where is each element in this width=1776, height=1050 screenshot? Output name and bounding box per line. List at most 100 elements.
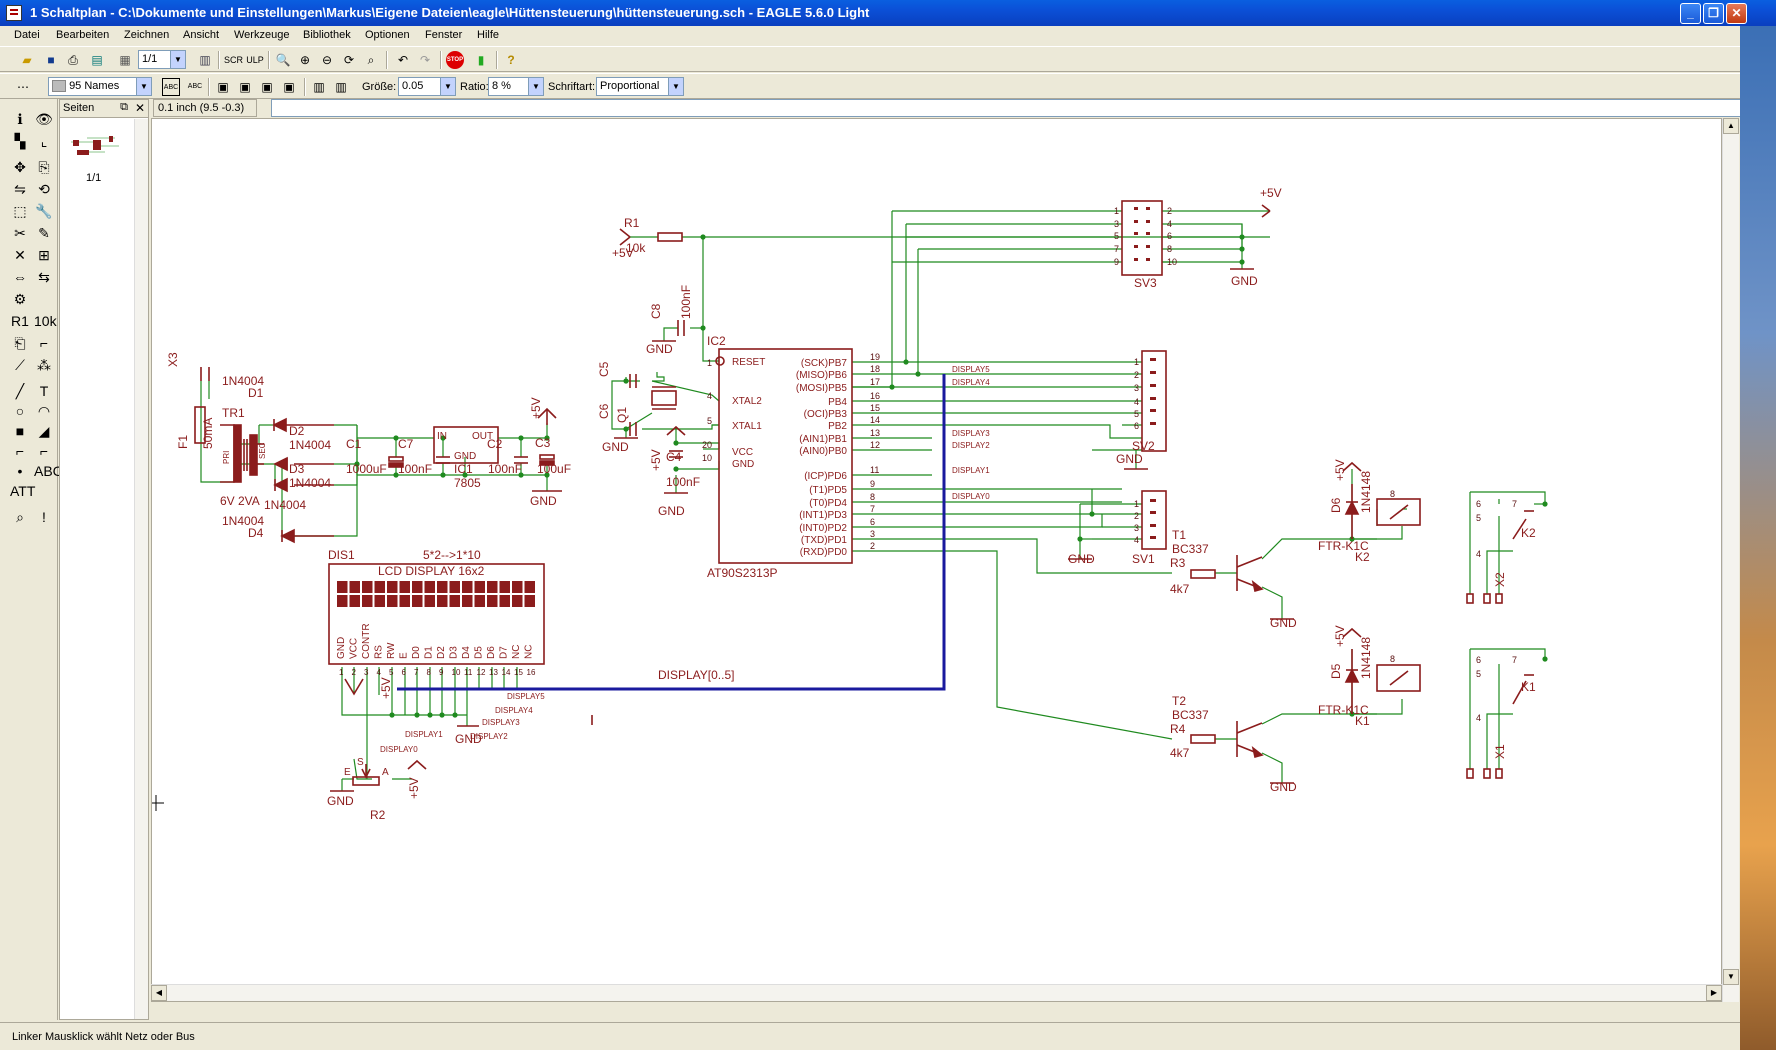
lcd-pin-number-15: 16 [527,668,536,677]
use-library-icon[interactable]: ▥ [199,53,211,67]
C1-value: 1000uF [346,462,387,476]
circle-icon[interactable]: ○ [15,403,25,419]
menu-hilfe[interactable]: Hilfe [477,29,500,41]
part-symbols[interactable] [194,200,1534,792]
text-icon[interactable]: T [39,383,49,399]
scroll-down-arrow[interactable]: ▼ [1723,969,1739,985]
show-eye-icon[interactable]: 👁 [35,111,53,127]
redraw-icon[interactable]: ⟳ [343,53,355,67]
copy-icon[interactable]: ⎘ [38,159,50,175]
value-icon[interactable]: 10k [34,313,57,329]
menu-ansicht[interactable]: Ansicht [183,29,220,41]
pinswap-icon[interactable]: ⇔ [13,269,27,285]
align-bottom-center-icon[interactable]: ▣ [239,80,251,94]
bus-icon[interactable]: ⌐ [15,443,25,459]
page-thumbnail[interactable] [65,130,125,162]
script-icon[interactable]: SCR [224,55,244,65]
erc-icon[interactable]: ⌕ [16,509,24,525]
maximize-button[interactable]: ❐ [1703,3,1724,24]
text-abc-icon[interactable]: ABC [162,78,180,96]
layer-select[interactable]: 95 Names▼ [48,77,152,96]
menu-zeichnen[interactable]: Zeichnen [124,29,170,41]
ratio-select[interactable]: 8 %▼ [488,77,544,96]
miter-icon[interactable]: ⌐ [39,335,49,351]
vertical-scrollbar[interactable]: ▲ ▼ [1722,118,1739,1002]
undock-icon[interactable]: ⧉ [120,101,128,113]
cut-icon[interactable]: ✂ [14,225,26,241]
errors-icon[interactable]: ! [42,509,46,525]
rotate-icon[interactable]: ⟲ [38,181,50,197]
command-line-input[interactable]: ▼ [271,99,1774,117]
align-top-icon[interactable]: ▣ [283,80,295,94]
board-schematic-icon[interactable]: ▦ [119,53,131,67]
font-select[interactable]: Proportional▼ [596,77,684,96]
zoom-select-icon[interactable]: ⌕ [367,53,375,67]
net-icon[interactable]: ⌐ [39,443,49,459]
delete-icon[interactable]: ✕ [14,247,26,263]
zoom-in-icon[interactable]: ⊕ [299,53,311,67]
horizontal-scrollbar[interactable]: ◀ ▶ [151,984,1722,1001]
polygon-icon[interactable]: ◢ [38,423,50,439]
orientation-icon-1[interactable]: ▥ [313,80,325,94]
arc-icon[interactable]: ◠ [37,403,51,419]
add-part-icon[interactable]: ⊞ [38,247,50,263]
ic1-pin-labels: IN OUT GND [437,431,493,462]
minimize-button[interactable]: _ [1680,3,1701,24]
help-icon[interactable]: ? [507,53,515,67]
junction-icon[interactable]: • [17,463,23,479]
replace-icon[interactable]: ⚙ [13,291,27,307]
display-layers-icon[interactable]: ▚ [14,133,26,149]
menu-bearbeiten[interactable]: Bearbeiten [56,29,110,41]
name-icon[interactable]: R1 [11,313,29,329]
pages-scrollbar[interactable] [134,119,148,1019]
change-icon[interactable]: 🔧 [35,203,53,219]
align-bottom-left-icon[interactable]: ▣ [217,80,229,94]
align-center-icon[interactable]: ▣ [261,80,273,94]
zoom-fit-icon[interactable]: 🔍 [275,53,291,67]
close-button[interactable]: ✕ [1726,3,1747,24]
mark-icon[interactable]: ⌞ [40,133,48,149]
open-icon[interactable]: ▰ [22,53,32,67]
menu-optionen[interactable]: Optionen [365,29,410,41]
menu-werkzeuge[interactable]: Werkzeuge [234,29,290,41]
D4-value: 1N4004 [222,514,264,528]
gateswap-icon[interactable]: ⇆ [38,269,50,285]
mirror-icon[interactable]: ⇋ [14,181,26,197]
menu-fenster[interactable]: Fenster [425,29,463,41]
move-icon[interactable]: ✥ [14,159,26,175]
info-icon[interactable]: ℹ [17,111,23,127]
zoom-out-icon[interactable]: ⊖ [321,53,333,67]
orientation-icon-2[interactable]: ▥ [335,80,347,94]
redo-icon[interactable]: ↷ [419,53,431,67]
scroll-up-arrow[interactable]: ▲ [1723,118,1739,134]
split-icon[interactable]: ⟋ [15,357,25,373]
go-icon[interactable]: ▮ [477,53,485,67]
print-icon[interactable]: ⎙ [68,53,78,67]
sheet-select[interactable]: 1/1▼ [138,50,186,69]
menu-bibliothek[interactable]: Bibliothek [303,29,351,41]
wire-icon[interactable]: ╱ [15,383,25,399]
scroll-right-arrow[interactable]: ▶ [1706,985,1722,1001]
cam-processor-icon[interactable]: ▤ [91,53,103,67]
ulp-icon[interactable]: ULP [246,55,264,65]
text-frame-icon[interactable]: ABC [187,83,203,90]
label-icon[interactable]: ABC [34,463,63,479]
paste-icon[interactable]: ✎ [38,225,50,241]
group-icon[interactable]: ⬚ [13,203,27,219]
schematic-drawing[interactable]: X3 F1 50mA TR1 6V 2VA 1N4004 1N4004 D1 D… [152,119,1723,985]
rect-icon[interactable]: ■ [15,423,25,439]
invoke-icon[interactable]: ⁂ [37,357,51,373]
grid-icon[interactable]: ⋯ [17,80,29,94]
scroll-left-arrow[interactable]: ◀ [151,985,167,1001]
eagle-app-icon[interactable] [6,5,22,21]
smash-icon[interactable]: ⎗ [14,335,26,351]
close-panel-icon[interactable]: ✕ [134,101,145,115]
menu-datei[interactable]: Datei [14,29,40,41]
attribute-icon[interactable]: ATT [10,483,36,499]
save-icon[interactable]: ■ [47,53,55,67]
schematic-canvas[interactable]: X3 F1 50mA TR1 6V 2VA 1N4004 1N4004 D1 D… [151,118,1722,1002]
stop-icon[interactable]: STOP [446,51,464,69]
undo-icon[interactable]: ↶ [397,53,409,67]
size-select[interactable]: 0.05▼ [398,77,456,96]
display-bus[interactable] [397,374,946,691]
